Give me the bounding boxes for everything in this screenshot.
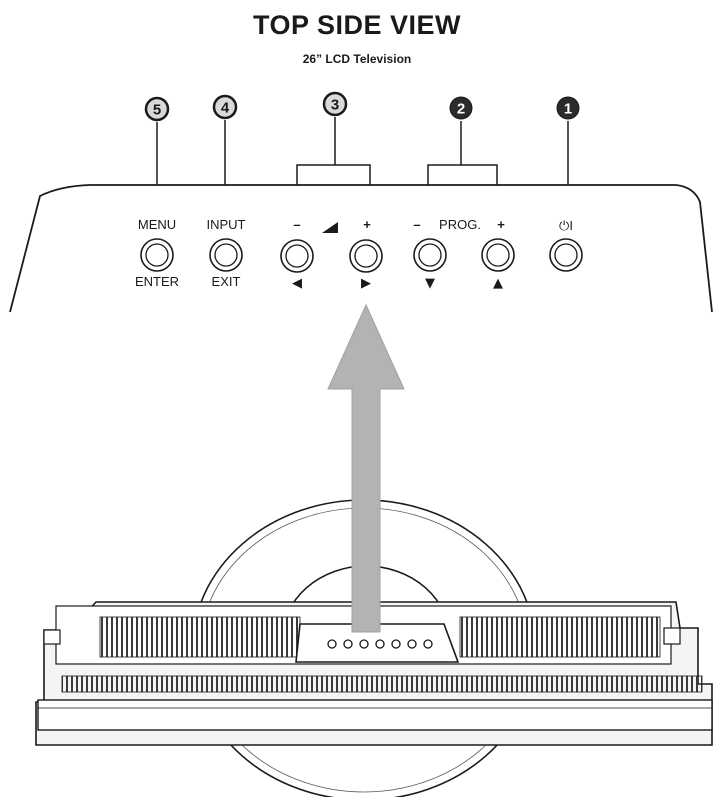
vent-grille-left xyxy=(99,616,301,658)
down-arrow-icon: ▼ xyxy=(425,276,435,291)
housing-button xyxy=(391,639,401,649)
volume-plus-label: + xyxy=(363,217,371,232)
vent-grille-right xyxy=(459,616,661,658)
prog-minus-label: – xyxy=(413,217,420,232)
callout-5: 5 xyxy=(144,96,170,122)
enter-label: ENTER xyxy=(135,274,179,289)
prog-plus-label: + xyxy=(497,217,505,232)
program-up-button[interactable] xyxy=(481,238,515,272)
svg-text:4: 4 xyxy=(221,100,230,117)
right-side-bracket xyxy=(663,627,681,645)
svg-text:2: 2 xyxy=(457,101,465,118)
callout-4: 4 xyxy=(212,94,238,120)
power-symbol-icon: ⏻I xyxy=(559,218,573,233)
housing-buttons xyxy=(327,639,433,649)
housing-button xyxy=(375,639,385,649)
right-arrow-icon: ▶ xyxy=(361,276,371,291)
volume-wedge-icon xyxy=(322,222,338,233)
svg-text:5: 5 xyxy=(153,102,161,119)
housing-button xyxy=(327,639,337,649)
callout-2: 2 xyxy=(449,96,473,120)
program-down-button[interactable] xyxy=(413,238,447,272)
prog-label: PROG. xyxy=(439,217,481,232)
input-label: INPUT xyxy=(207,217,246,232)
callout-1: 1 xyxy=(556,96,580,120)
housing-button xyxy=(359,639,369,649)
exit-label: EXIT xyxy=(212,274,241,289)
vent-grille-front xyxy=(61,675,703,693)
callout-3: 3 xyxy=(322,91,348,117)
svg-text:1: 1 xyxy=(564,101,572,118)
volume-up-button[interactable] xyxy=(349,239,383,273)
volume-minus-label: – xyxy=(293,217,300,232)
input-exit-button[interactable] xyxy=(209,238,243,272)
volume-down-button[interactable] xyxy=(280,239,314,273)
page-subtitle: 26” LCD Television xyxy=(302,52,412,66)
housing-button xyxy=(423,639,433,649)
menu-enter-button[interactable] xyxy=(140,238,174,272)
housing-button xyxy=(343,639,353,649)
svg-text:3: 3 xyxy=(331,97,339,114)
left-side-bracket xyxy=(43,629,61,645)
up-triangle-icon: ▲ xyxy=(493,276,503,291)
page-title: TOP SIDE VIEW xyxy=(252,10,462,40)
housing-button xyxy=(407,639,417,649)
power-button[interactable] xyxy=(549,238,583,272)
front-bezel xyxy=(37,699,713,731)
up-arrow-icon xyxy=(327,303,405,633)
menu-label: MENU xyxy=(138,217,176,232)
left-arrow-icon: ◀ xyxy=(292,276,302,291)
